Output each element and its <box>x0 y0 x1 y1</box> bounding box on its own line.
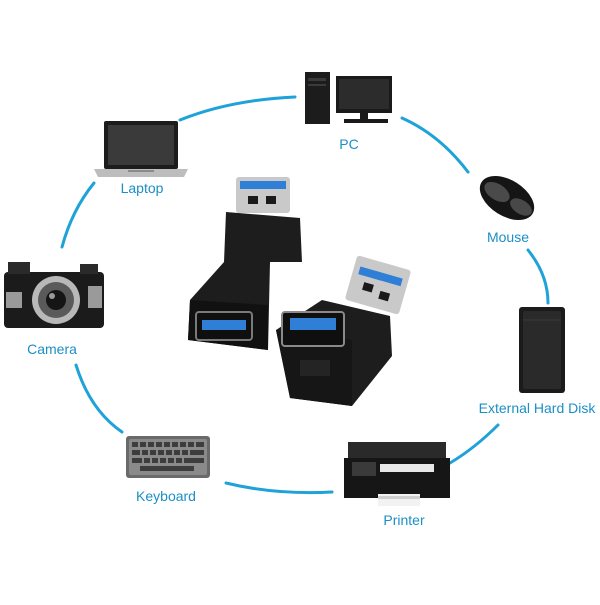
label-camera: Camera <box>27 341 77 357</box>
label-pc: PC <box>339 136 359 152</box>
ring-arc-pc-mouse <box>400 116 470 174</box>
ring-arc-camera-laptop <box>60 181 96 249</box>
label-external-hard-disk: External Hard Disk <box>478 400 596 416</box>
connection-ring <box>60 95 550 495</box>
ring-arc-mouse-hdd <box>526 248 550 305</box>
label-mouse: Mouse <box>486 229 530 245</box>
label-keyboard: Keyboard <box>136 488 196 504</box>
right-usb-adapter <box>276 255 411 406</box>
ring-arc-keyboard-camera <box>74 363 124 434</box>
ring-arc-hdd-printer <box>448 423 500 465</box>
external-hard-disk-icon <box>519 307 565 393</box>
usb-angle-adapters-icon <box>188 177 411 406</box>
ring-arc-printer-keyboard <box>224 481 334 495</box>
laptop-icon <box>94 121 188 177</box>
label-laptop: Laptop <box>120 180 164 196</box>
left-usb-adapter <box>188 177 302 350</box>
ring-arc-laptop-pc <box>178 95 297 122</box>
camera-icon <box>4 262 104 328</box>
mouse-icon <box>479 175 535 221</box>
label-printer: Printer <box>383 512 425 528</box>
printer-icon <box>344 442 450 506</box>
desktop-pc-icon <box>305 72 392 124</box>
keyboard-icon <box>126 436 210 478</box>
